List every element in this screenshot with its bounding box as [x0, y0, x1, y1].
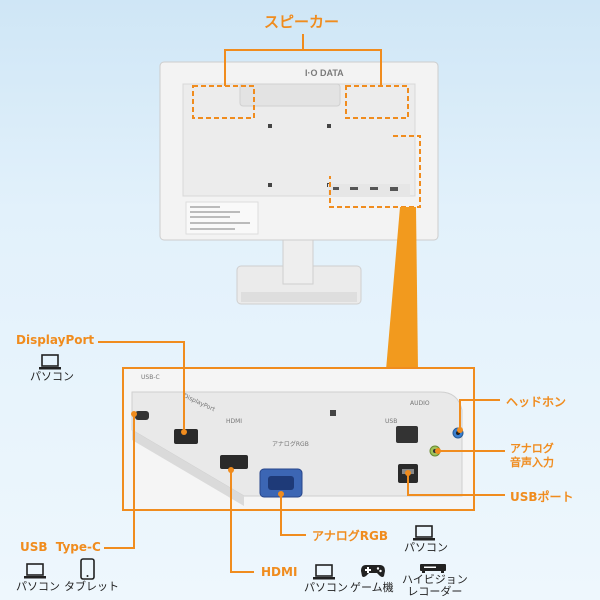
- zoomed-port-panel: [122, 367, 475, 511]
- callout-usb-port: USBポート: [510, 490, 574, 504]
- device-label-pc-rgb: パソコン: [404, 541, 448, 554]
- device-label-game: ゲーム機: [350, 581, 394, 594]
- gamepad-icon: [361, 565, 385, 577]
- displayport-port: [174, 429, 198, 444]
- device-label-recorder: ハイビジョン レコーダー: [402, 574, 468, 598]
- callout-analog-rgb: アナログRGB: [312, 529, 388, 543]
- device-label-recorder-line1: ハイビジョン: [402, 573, 468, 586]
- recorder-icon: [420, 564, 446, 573]
- leader-displayport: [98, 341, 185, 432]
- port-label-hdmi: HDMI: [226, 418, 242, 425]
- callout-headphone: ヘッドホン: [506, 395, 567, 409]
- monitor-back-view: [159, 61, 439, 305]
- brand-logo: I·O DATA: [305, 68, 344, 78]
- port-label-rgb: アナログRGB: [272, 440, 309, 448]
- device-label-pc-usbc: パソコン: [16, 580, 60, 593]
- usbc-port: [135, 411, 149, 420]
- zoom-beam: [386, 207, 418, 370]
- hdmi-port: [220, 455, 248, 469]
- leader-hdmi: [230, 470, 254, 573]
- port-label-usbc: USB-C: [141, 374, 160, 381]
- laptop-icon: [413, 525, 435, 541]
- device-label-tablet: タブレット: [64, 580, 119, 593]
- device-label-recorder-line2: レコーダー: [407, 585, 463, 598]
- leader-headphone: [459, 399, 500, 430]
- callout-hdmi: HDMI: [261, 565, 298, 579]
- laptop-icon: [39, 354, 61, 370]
- callout-analog-audio-1: アナログ: [510, 442, 554, 455]
- laptop-icon: [24, 563, 46, 579]
- device-label-pc-dp: パソコン: [30, 370, 74, 383]
- speaker-highlight-left: [192, 85, 255, 119]
- callout-speaker: スピーカー: [264, 13, 340, 31]
- callout-displayport: DisplayPort: [16, 333, 95, 347]
- port-label-usb: USB: [385, 418, 397, 425]
- leader-usbc: [104, 414, 135, 549]
- port-area-highlight: [329, 135, 421, 208]
- device-label-pc-hdmi: パソコン: [304, 581, 348, 594]
- port-label-audio: AUDIO: [410, 400, 430, 407]
- callout-usb-typec: USB Type-C: [20, 540, 101, 554]
- tablet-icon: [80, 558, 95, 580]
- leader-rgb: [280, 494, 306, 536]
- callout-analog-audio-2: 音声入力: [510, 456, 554, 469]
- laptop-icon: [313, 564, 335, 580]
- leader-usb: [407, 473, 505, 496]
- speaker-highlight-right: [345, 85, 409, 119]
